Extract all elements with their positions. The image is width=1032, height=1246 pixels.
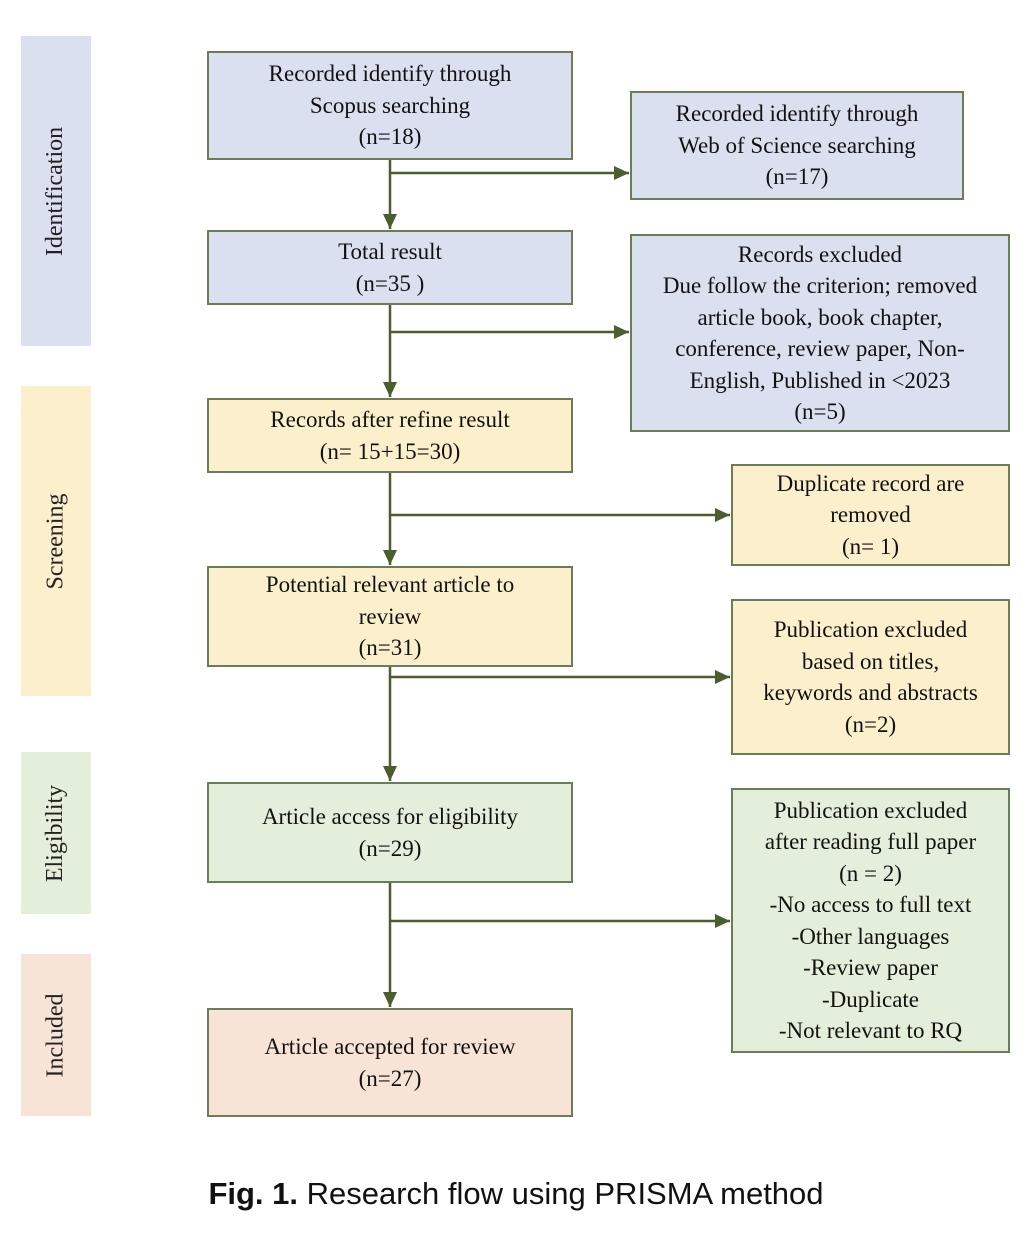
- box-text-line: (n=18): [358, 124, 422, 150]
- box-excluded-fullpaper: Publication excluded after reading full p…: [731, 788, 1010, 1053]
- phase-identification: Identification: [21, 36, 91, 346]
- box-text-line: (n=27): [358, 1065, 422, 1091]
- phase-eligibility: Eligibility: [21, 752, 91, 914]
- box-excluded-titles: Publication excluded based on titles, keyw…: [731, 599, 1010, 755]
- box-text-line: -Review paper: [803, 955, 938, 980]
- box-text-line: Publication excluded: [773, 617, 968, 642]
- box-text-line: (n= 15+15=30): [319, 438, 461, 464]
- box-text-line: English, Published in <2023: [689, 367, 951, 393]
- box-text-line: -No access to full text: [769, 892, 972, 917]
- box-text-line: removed: [830, 502, 911, 528]
- box-text-line: Duplicate record are: [776, 470, 965, 496]
- phase-included: Included: [21, 954, 91, 1116]
- box-text-line: Article accepted for review: [264, 1034, 516, 1059]
- box-text-line: Due follow the criterion; removed: [662, 273, 978, 298]
- box-text-line: Article access for eligibility: [261, 804, 519, 829]
- box-text-line: (n= 1): [841, 533, 900, 559]
- box-refine-result: Records after refine result (n= 15+15=30): [207, 398, 573, 473]
- box-text-line: Publication excluded: [773, 797, 968, 823]
- box-total-result: Total result (n=35 ): [207, 230, 573, 305]
- box-text-line: (n=17): [765, 164, 829, 190]
- box-potential-relevant: Potential relevant article to review (n=31…: [207, 566, 573, 667]
- figure-caption-label: Fig. 1.: [208, 1176, 299, 1211]
- box-text-line: Recorded identify through: [675, 101, 919, 127]
- box-text-line: -Other languages: [791, 923, 950, 949]
- box-text-line: Scopus searching: [309, 92, 471, 118]
- box-text-line: after reading full paper: [764, 829, 977, 854]
- box-text-line: -Duplicate: [821, 986, 920, 1012]
- box-text-line: Web of Science searching: [678, 132, 916, 158]
- box-text-line: Potential relevant article to: [265, 572, 515, 598]
- box-text-line: (n=31): [358, 635, 422, 661]
- box-text-line: based on titles,: [801, 648, 940, 674]
- box-text-line: Records after refine result: [270, 407, 510, 432]
- box-text-line: (n=2): [844, 711, 897, 737]
- box-text-line: Total result: [338, 239, 442, 264]
- box-text-line: (n=35 ): [355, 270, 425, 296]
- box-text-line: conference, review paper, Non-: [675, 336, 965, 361]
- box-article-accepted: Article accepted for review (n=27): [207, 1008, 573, 1117]
- box-text-line: article book, book chapter,: [697, 304, 943, 330]
- figure-caption: Fig. 1. Research flow using PRISMA metho…: [0, 1176, 1032, 1212]
- box-text-line: Records excluded: [737, 241, 903, 267]
- figure-caption-text: Research flow using PRISMA method: [298, 1176, 824, 1211]
- box-text-line: review: [358, 603, 422, 629]
- box-text-line: Recorded identify through: [268, 61, 512, 87]
- phase-screening: Screening: [21, 386, 91, 696]
- box-text-line: (n=5): [794, 399, 846, 424]
- box-text-line: keywords and abstracts: [763, 680, 978, 705]
- box-text-line: (n=29): [358, 835, 422, 861]
- box-text-line: (n = 2): [839, 860, 902, 886]
- box-article-access: Article access for eligibility (n=29): [207, 782, 573, 883]
- box-text-line: -Not relevant to RQ: [778, 1018, 963, 1043]
- box-duplicate-removed: Duplicate record are removed (n= 1): [731, 464, 1010, 566]
